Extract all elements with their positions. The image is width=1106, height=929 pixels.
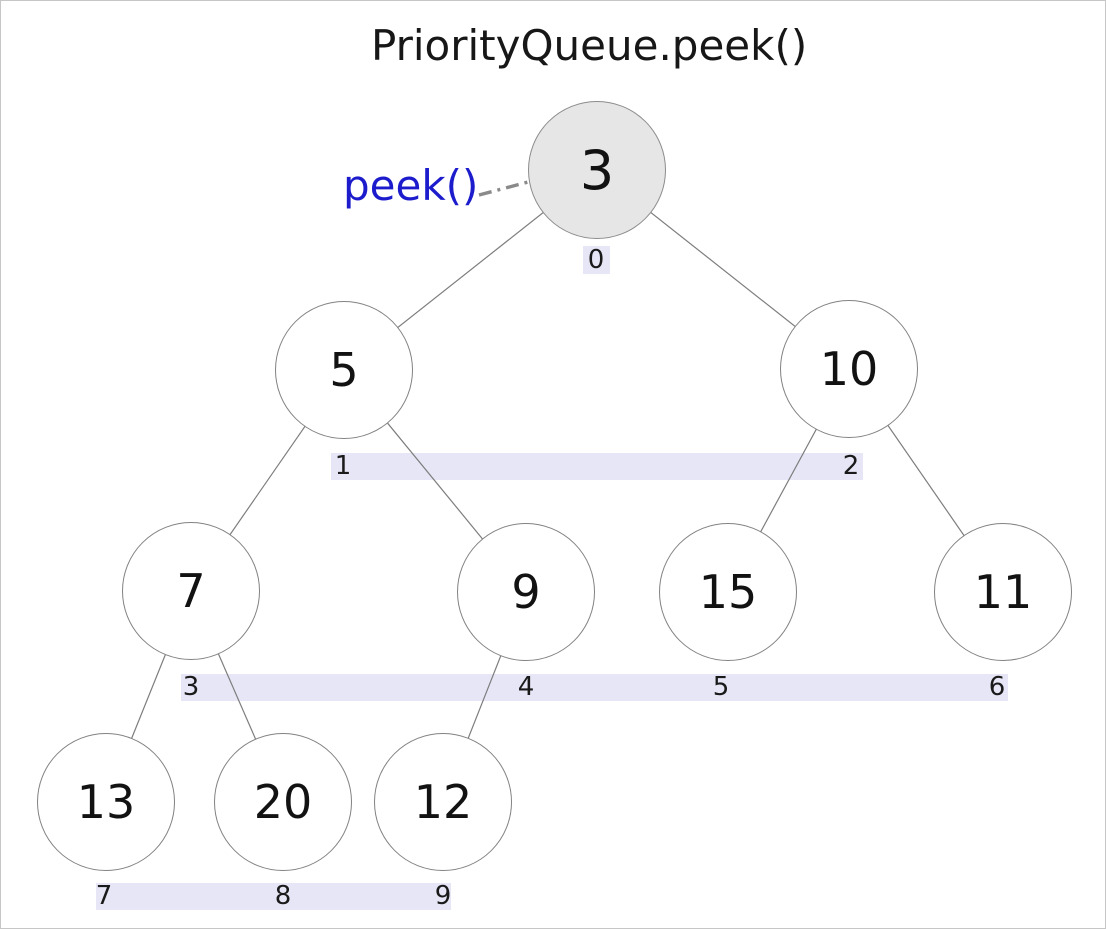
- index-label-2: 2: [842, 451, 860, 481]
- heap-node-2: 10: [780, 300, 918, 438]
- index-label-5: 5: [712, 672, 730, 702]
- index-label-7: 7: [95, 881, 113, 911]
- index-label-0: 0: [587, 245, 605, 275]
- heap-node-0: 3: [528, 101, 666, 239]
- peek-label: peek(): [343, 161, 479, 210]
- node-value: 11: [973, 565, 1033, 619]
- node-value: 10: [819, 342, 879, 396]
- heap-node-5: 15: [659, 523, 797, 661]
- index-band-level-0: 0: [583, 246, 610, 274]
- figure-title: PriorityQueue.peek(): [371, 21, 808, 70]
- node-value: 20: [253, 775, 313, 829]
- index-band-level-1: 1 2: [331, 453, 863, 480]
- heap-node-9: 12: [374, 733, 512, 871]
- node-value: 13: [76, 775, 136, 829]
- index-label-6: 6: [988, 672, 1006, 702]
- node-value: 7: [176, 564, 206, 618]
- node-value: 9: [511, 565, 541, 619]
- node-value: 5: [329, 343, 359, 397]
- heap-node-6: 11: [934, 523, 1072, 661]
- heap-node-7: 13: [37, 733, 175, 871]
- heap-node-4: 9: [457, 523, 595, 661]
- index-label-1: 1: [334, 451, 352, 481]
- heap-node-8: 20: [214, 733, 352, 871]
- heap-node-3: 7: [122, 522, 260, 660]
- heap-node-1: 5: [275, 301, 413, 439]
- tree-edges: [105, 169, 1004, 803]
- index-band-level-2: 3 4 5 6: [181, 674, 1008, 701]
- index-label-3: 3: [182, 672, 200, 702]
- index-band-level-3: 7 8 9: [96, 883, 451, 910]
- node-value: 12: [413, 775, 473, 829]
- node-value: 15: [698, 565, 758, 619]
- index-label-4: 4: [517, 672, 535, 702]
- node-value: 3: [579, 138, 615, 202]
- index-label-9: 9: [434, 881, 452, 911]
- index-label-8: 8: [274, 881, 292, 911]
